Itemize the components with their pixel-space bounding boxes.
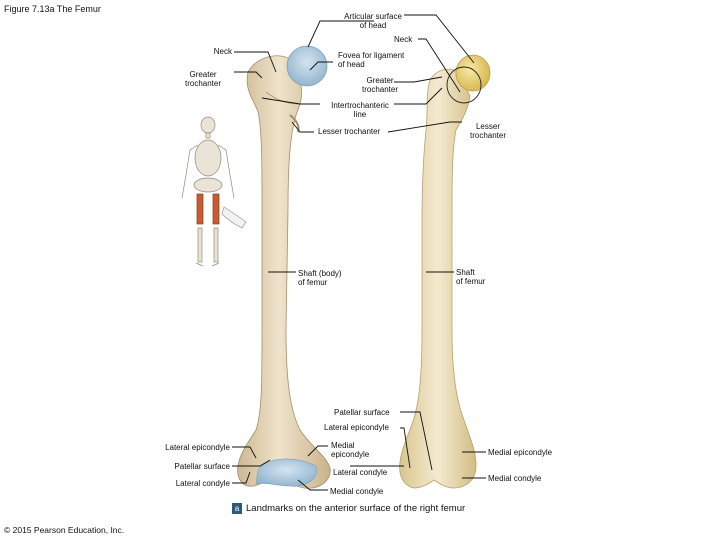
label-shaft-right: Shaft of femur — [456, 268, 486, 286]
label-neck-left: Neck — [213, 47, 232, 56]
figure-title: Figure 7.13a The Femur — [4, 4, 101, 14]
leader-lines — [232, 14, 486, 491]
label-lateral-epicondyle-mid: Lateral epicondyle — [324, 423, 389, 432]
label-medial-condyle-mid: Medial condyle — [330, 487, 384, 496]
label-lateral-epicondyle-left: Lateral epicondyle — [165, 443, 230, 452]
skeleton-thumbnail — [181, 116, 247, 267]
panel-badge: a — [232, 503, 242, 514]
label-articular-surface: Articular surface of head — [344, 12, 402, 30]
left-femur-illustration — [237, 45, 331, 489]
label-medial-condyle-right: Medial condyle — [488, 474, 542, 483]
right-femur-photo — [399, 54, 491, 489]
label-lateral-condyle-mid: Lateral condyle — [333, 468, 388, 477]
label-medial-epicondyle-right: Medial epicondyle — [488, 448, 553, 457]
label-greater-trochanter-left: Greater trochanter — [184, 70, 222, 88]
label-neck-right: Neck — [394, 35, 413, 44]
label-intertrochanteric: Intertrochanteric line — [331, 101, 389, 119]
label-patellar-surface-mid: Patellar surface — [334, 408, 390, 417]
copyright: © 2015 Pearson Education, Inc. — [4, 525, 125, 535]
label-lateral-condyle-left: Lateral condyle — [175, 479, 230, 488]
label-lesser-trochanter-right: Lesser trochanter — [469, 122, 507, 140]
label-medial-epicondyle-mid: Medial epicondyle — [331, 441, 370, 459]
label-lesser-trochanter-mid: Lesser trochanter — [318, 127, 381, 136]
label-shaft-body: Shaft (body) of femur — [298, 269, 342, 287]
label-patellar-surface-left: Patellar surface — [174, 462, 230, 471]
label-fovea: Fovea for ligament of head — [338, 51, 405, 69]
label-greater-trochanter-mid: Greater trochanter — [361, 76, 399, 94]
figure-caption: Landmarks on the anterior surface of the… — [246, 503, 466, 514]
